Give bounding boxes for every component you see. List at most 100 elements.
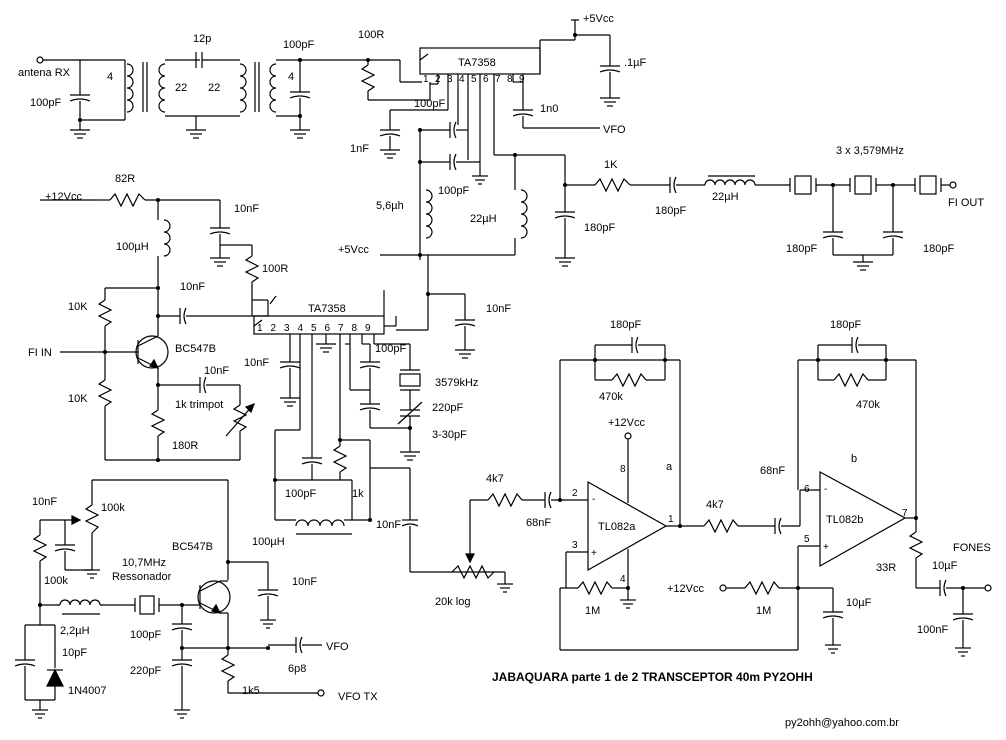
ta7358-top-pin-2: 2 [435,74,441,85]
label-c-100pf-ic: 100pF [414,98,445,110]
label-c-220pf: 220pF [432,402,463,414]
label-c-68nf-a: 68nF [526,517,551,529]
label-c-1n0: 1n0 [540,103,558,115]
label-c-12p: 12p [193,33,211,45]
label-r-10k-a: 10K [68,301,88,313]
label-c-ant: 100pF [30,97,61,109]
fi-amplifier [60,192,268,462]
label-c-100pf-d: 100pF [285,488,316,500]
opa-b-plus: + [823,542,829,553]
label-opa-name-b: TL082b [826,514,863,526]
label-l-22uh-c: 2,2µH [60,625,90,637]
label-c-180pf-op1: 180pF [610,319,641,331]
ta7358-bottom-pin-8: 8 [352,323,358,334]
label-c-100pf-e: 100pF [130,629,161,641]
ta7358-bottom-pin-5: 5 [311,323,317,334]
opamp-tl082a [558,336,798,651]
opa-pin-4: 4 [620,574,626,585]
ta7358-product-detector [252,255,476,573]
label-r-82r: 82R [115,173,135,185]
label-c-10pf: 10pF [62,647,87,659]
label-coil-4a: 4 [107,71,113,83]
ta7358-top-pin-9: 9 [519,74,525,85]
label-l-56uh: 5,6µh [376,200,404,212]
label-fi-out: FI OUT [948,197,984,209]
ta7358-bottom-pin-2: 2 [271,323,277,334]
label-vcc-top: +5Vcc [583,13,614,25]
label-l-100uh-a: 100µH [116,241,149,253]
label-c-10nf-f: 10nF [376,519,401,531]
label-fones: FONES [953,542,991,554]
opa-b-minus: - [824,484,827,495]
label-coil-22b: 22 [208,82,220,94]
label-c-10nf-e: 10nF [486,303,511,315]
ta7358-top-pin-8: 8 [507,74,513,85]
ta7358-bottom-pin-3: 3 [284,323,290,334]
label-l-22uh-b: 22µH [712,191,739,203]
author-email: py2ohh@yahoo.com.br [785,717,899,729]
label-ic2: TA7358 [308,303,346,315]
label-c-10nf-d: 10nF [244,357,269,369]
opa-pin-2: 2 [572,488,578,499]
opa-pin-3: 3 [572,540,578,551]
ta7358-bottom-pin-1: 1 [257,323,263,334]
label-xtals: 3 x 3,579MHz [836,145,904,157]
label-r-10k-b: 10K [68,393,88,405]
page-title: JABAQUARA parte 1 de 2 TRANSCEPTOR 40m P… [492,670,813,684]
label-fi-in: FI IN [28,347,52,359]
label-l-100uh-b: 100µH [252,536,285,548]
label-r-1k: 1K [604,159,618,171]
label-r-470k-a: 470k [599,391,623,403]
label-opa-a: a [666,461,673,473]
label-r-1m-b: 1M [756,605,771,617]
component-labels: antena RX 100pF 4 22 22 4 12p 100pF 100R… [18,13,991,729]
label-opa-name-a: TL082a [598,521,636,533]
ta7358-bottom-pin-4: 4 [298,323,304,334]
label-reson-freq: 10,7MHz [122,557,166,569]
opa-pin-1: 1 [668,514,674,525]
label-r-1k5: 1k5 [242,685,260,697]
label-r-33r: 33R [876,562,896,574]
label-vfo-out: VFO [326,641,349,653]
ta7358-bottom-pin-6: 6 [325,323,331,334]
rx-input-section [36,52,431,139]
label-vcc-12c: +12Vcc [667,583,704,595]
label-c-6p8: 6p8 [288,663,306,675]
label-diode: 1N4007 [68,685,107,697]
vfo-oscillator [14,479,325,719]
label-vfo-in1: VFO [603,124,626,136]
label-c-10nf-h: 10nF [292,576,317,588]
ta7358-mixer-top [379,19,621,260]
label-c-100nf: 100nF [917,624,948,636]
label-c-180pf-c: 180pF [786,243,817,255]
label-c-10nf-g: 10nF [32,496,57,508]
label-c-10uf-a: 10µF [846,597,872,609]
label-r-100r-b: 100R [262,263,288,275]
label-c-100pf-c: 100pF [375,343,406,355]
label-pot-100k: 100k [101,502,125,514]
opa-a-plus: + [591,548,597,559]
label-r-100k: 100k [44,575,68,587]
label-c-100pf-top: 100pF [283,39,314,51]
label-xtal-3579: 3579kHz [435,377,478,389]
label-r-1m-a: 1M [585,605,600,617]
opa-pin-7: 7 [902,508,908,519]
ta7358-top-pin-1: 1 [423,74,429,85]
label-c-10uf-b: 10µF [932,560,958,572]
label-c-180pf-a: 180pF [584,222,615,234]
label-q1: BC547B [175,343,216,355]
label-q2: BC547B [172,541,213,553]
ta7358-top-pin-6: 6 [483,74,489,85]
label-c-01uf: .1µF [624,57,647,69]
label-c-180pf-op2: 180pF [830,319,861,331]
ta7358-top-pin-3: 3 [447,74,453,85]
label-vfo-tx: VFO TX [338,691,378,703]
label-pot-20k: 20k log [435,596,470,608]
label-c-180pf-b: 180pF [655,205,686,217]
label-c-10nf-a: 10nF [234,203,259,215]
label-r-100r-top: 100R [358,29,384,41]
label-vcc-12a: +12Vcc [45,191,82,203]
